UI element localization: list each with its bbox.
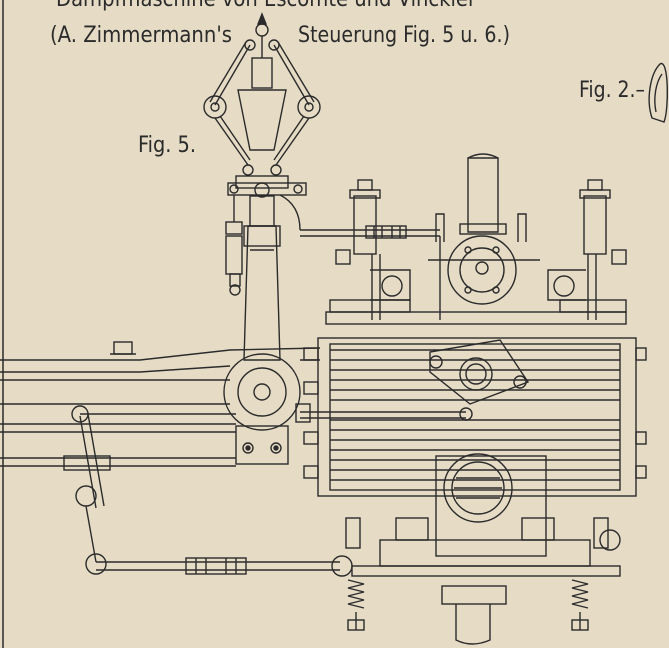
base-and-bottom-pipe — [351, 517, 621, 645]
right-valve-chest — [547, 179, 627, 320]
figure-label-5: Fig. 5. — [138, 133, 196, 158]
heading-line-right: Steuerung Fig. 5 u. 6.) — [298, 23, 510, 48]
figure-label-2: Fig. 2.– — [579, 78, 645, 103]
governor-linkage — [225, 182, 307, 296]
lower-linkage — [63, 405, 340, 575]
right-spring-foot — [571, 517, 621, 631]
governor-column — [223, 225, 301, 465]
heading-line-left: (A. Zimmermann's — [50, 23, 232, 48]
main-cylinder — [303, 337, 647, 497]
left-spring-foot — [331, 517, 365, 631]
valve-rod — [300, 225, 440, 239]
center-valve-gear — [325, 213, 627, 325]
heading-top-line: Dampfmaschine von Escomte und Vinckler — [56, 0, 477, 12]
fig2-ring-sketch — [648, 63, 669, 123]
crosshead-plate — [295, 339, 530, 423]
top-pipe — [459, 153, 507, 235]
exhaust-port — [435, 453, 547, 557]
engine-frame-bars — [0, 341, 321, 467]
governor-assembly — [203, 12, 321, 227]
